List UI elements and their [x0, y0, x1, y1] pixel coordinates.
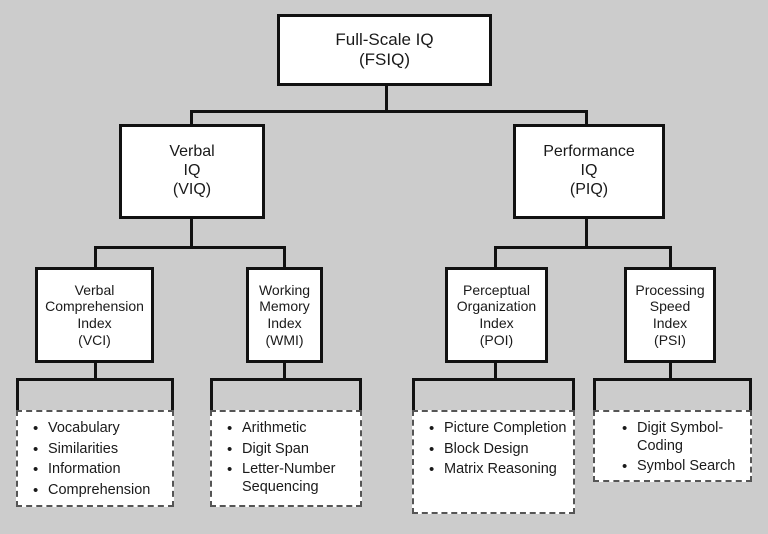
list-item-label: Block Design: [444, 440, 529, 457]
connector-fsiq-to-viq: [190, 110, 193, 125]
connector-piq-to-poi: [494, 246, 497, 268]
connector-vci-bracket-right: [171, 378, 174, 412]
list-item[interactable]: • Similarities: [33, 440, 166, 459]
connector-piq-bar: [494, 246, 672, 249]
connector-vci-trunk: [94, 362, 97, 380]
connector-psi-bracket-bar: [593, 378, 752, 381]
bullet-icon: •: [622, 458, 628, 476]
bullet-icon: •: [227, 420, 233, 437]
subtest-list-vci-items: • Vocabulary • Similarities • Information •…: [26, 420, 166, 500]
connector-psi-bracket-left: [593, 378, 596, 412]
list-item-label: Vocabulary: [48, 420, 120, 436]
connector-viq-to-wmi: [283, 246, 286, 268]
list-item-label: Information: [48, 461, 121, 478]
connector-psi-bracket-right: [749, 378, 752, 412]
list-item[interactable]: • Matrix Reasoning: [429, 461, 567, 479]
connector-poi-trunk: [494, 362, 497, 380]
connector-poi-bracket-right: [572, 378, 575, 412]
node-verbal-comprehension-index[interactable]: Verbal Comprehension Index (VCI): [35, 267, 154, 363]
connector-viq-bar: [94, 246, 286, 249]
bullet-icon: •: [429, 461, 435, 479]
list-item[interactable]: • Symbol Search: [622, 458, 744, 476]
connector-piq-to-psi: [669, 246, 672, 268]
connector-poi-bracket-left: [412, 378, 415, 412]
bullet-icon: •: [622, 420, 628, 437]
node-performance-iq[interactable]: Performance IQ (PIQ): [513, 124, 665, 219]
connector-wmi-bracket-left: [210, 378, 213, 412]
list-item[interactable]: • Block Design: [429, 440, 567, 459]
connector-vci-bracket-left: [16, 378, 19, 412]
connector-fsiq-bar: [190, 110, 588, 113]
connector-viq-to-vci: [94, 246, 97, 268]
node-perceptual-organization-index-label: Perceptual Organization Index (POI): [456, 281, 537, 348]
node-verbal-iq[interactable]: Verbal IQ (VIQ): [119, 124, 265, 219]
list-item[interactable]: • Digit Span: [227, 440, 354, 459]
connector-poi-bracket-bar: [412, 378, 575, 381]
bullet-icon: •: [227, 440, 233, 458]
node-perceptual-organization-index[interactable]: Perceptual Organization Index (POI): [445, 267, 548, 363]
list-item[interactable]: • Information: [33, 461, 166, 479]
bullet-icon: •: [33, 461, 39, 479]
list-item-label: Arithmetic: [242, 420, 307, 436]
node-full-scale-iq[interactable]: Full-Scale IQ (FSIQ): [277, 14, 492, 86]
connector-wmi-bracket-bar: [210, 378, 362, 381]
list-item[interactable]: • Vocabulary: [33, 420, 166, 438]
node-working-memory-index-label: Working Memory Index (WMI): [258, 281, 311, 348]
bullet-icon: •: [33, 482, 39, 500]
bullet-icon: •: [33, 440, 39, 458]
connector-fsiq-to-piq: [585, 110, 588, 125]
list-item[interactable]: • Letter-Number Sequencing: [227, 461, 354, 496]
connector-piq-trunk: [585, 218, 588, 249]
list-item-label: Letter-Number Sequencing: [242, 461, 336, 496]
connector-psi-trunk: [669, 362, 672, 380]
node-working-memory-index[interactable]: Working Memory Index (WMI): [246, 267, 323, 363]
list-item-label: Matrix Reasoning: [444, 461, 557, 478]
list-item-label: Picture Completion: [444, 420, 567, 436]
subtest-list-wmi: • Arithmetic • Digit Span • Letter-Number S…: [210, 410, 362, 507]
connector-viq-trunk: [190, 218, 193, 249]
list-item[interactable]: • Arithmetic: [227, 420, 354, 438]
subtest-list-wmi-items: • Arithmetic • Digit Span • Letter-Number S…: [220, 420, 354, 497]
list-item-label: Similarities: [48, 440, 119, 457]
node-processing-speed-index-label: Processing Speed Index (PSI): [635, 281, 705, 348]
list-item[interactable]: • Comprehension: [33, 482, 166, 500]
node-processing-speed-index[interactable]: Processing Speed Index (PSI): [624, 267, 716, 363]
connector-vci-bracket-bar: [16, 378, 174, 381]
bullet-icon: •: [227, 461, 233, 479]
subtest-list-poi: • Picture Completion • Block Design • Matri…: [412, 410, 575, 514]
subtest-list-poi-items: • Picture Completion • Block Design • Matri…: [422, 420, 567, 479]
list-item-label: Digit Span: [242, 440, 309, 457]
node-performance-iq-label: Performance IQ (PIQ): [543, 143, 635, 198]
node-verbal-iq-label: Verbal IQ (VIQ): [169, 143, 215, 198]
list-item[interactable]: • Picture Completion: [429, 420, 567, 438]
list-item-label: Symbol Search: [637, 458, 736, 475]
node-full-scale-iq-label: Full-Scale IQ (FSIQ): [335, 29, 434, 69]
connector-wmi-bracket-right: [359, 378, 362, 412]
bullet-icon: •: [33, 420, 39, 437]
list-item[interactable]: • Digit Symbol-Coding: [622, 420, 744, 455]
subtest-list-psi-items: • Digit Symbol-Coding • Symbol Search: [615, 420, 744, 476]
connector-fsiq-trunk: [385, 85, 388, 113]
list-item-label: Comprehension: [48, 482, 151, 499]
subtest-list-vci: • Vocabulary • Similarities • Information •…: [16, 410, 174, 507]
node-verbal-comprehension-index-label: Verbal Comprehension Index (VCI): [45, 281, 144, 348]
list-item-label: Digit Symbol-Coding: [637, 420, 724, 454]
bullet-icon: •: [429, 440, 435, 458]
subtest-list-psi: • Digit Symbol-Coding • Symbol Search: [593, 410, 752, 482]
bullet-icon: •: [429, 420, 435, 437]
connector-wmi-trunk: [283, 362, 286, 380]
